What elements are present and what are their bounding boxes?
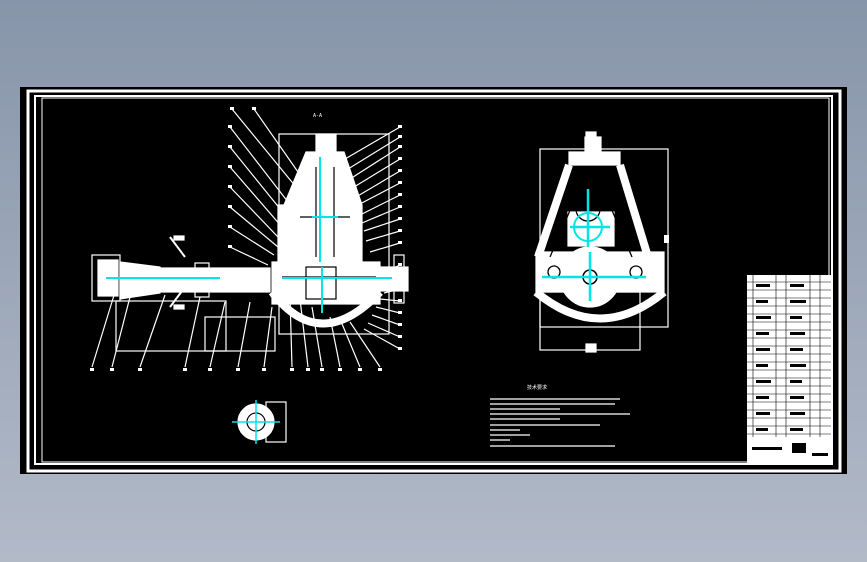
- technical-notes-lines: [490, 398, 630, 447]
- drawing-sheet: A-A: [20, 87, 847, 474]
- cad-drawing: A-A: [26, 89, 842, 473]
- main-view-caption: A-A: [313, 113, 322, 119]
- side-view: [533, 131, 669, 353]
- side-view-centerlines: [542, 189, 646, 301]
- main-view-centerlines: [106, 157, 392, 313]
- parts-list-table: [747, 275, 831, 463]
- main-assembly-view: [90, 107, 409, 371]
- notes-heading: 技术要求: [527, 384, 547, 391]
- detail-view: [232, 400, 287, 444]
- side-view-dimension: [664, 235, 669, 243]
